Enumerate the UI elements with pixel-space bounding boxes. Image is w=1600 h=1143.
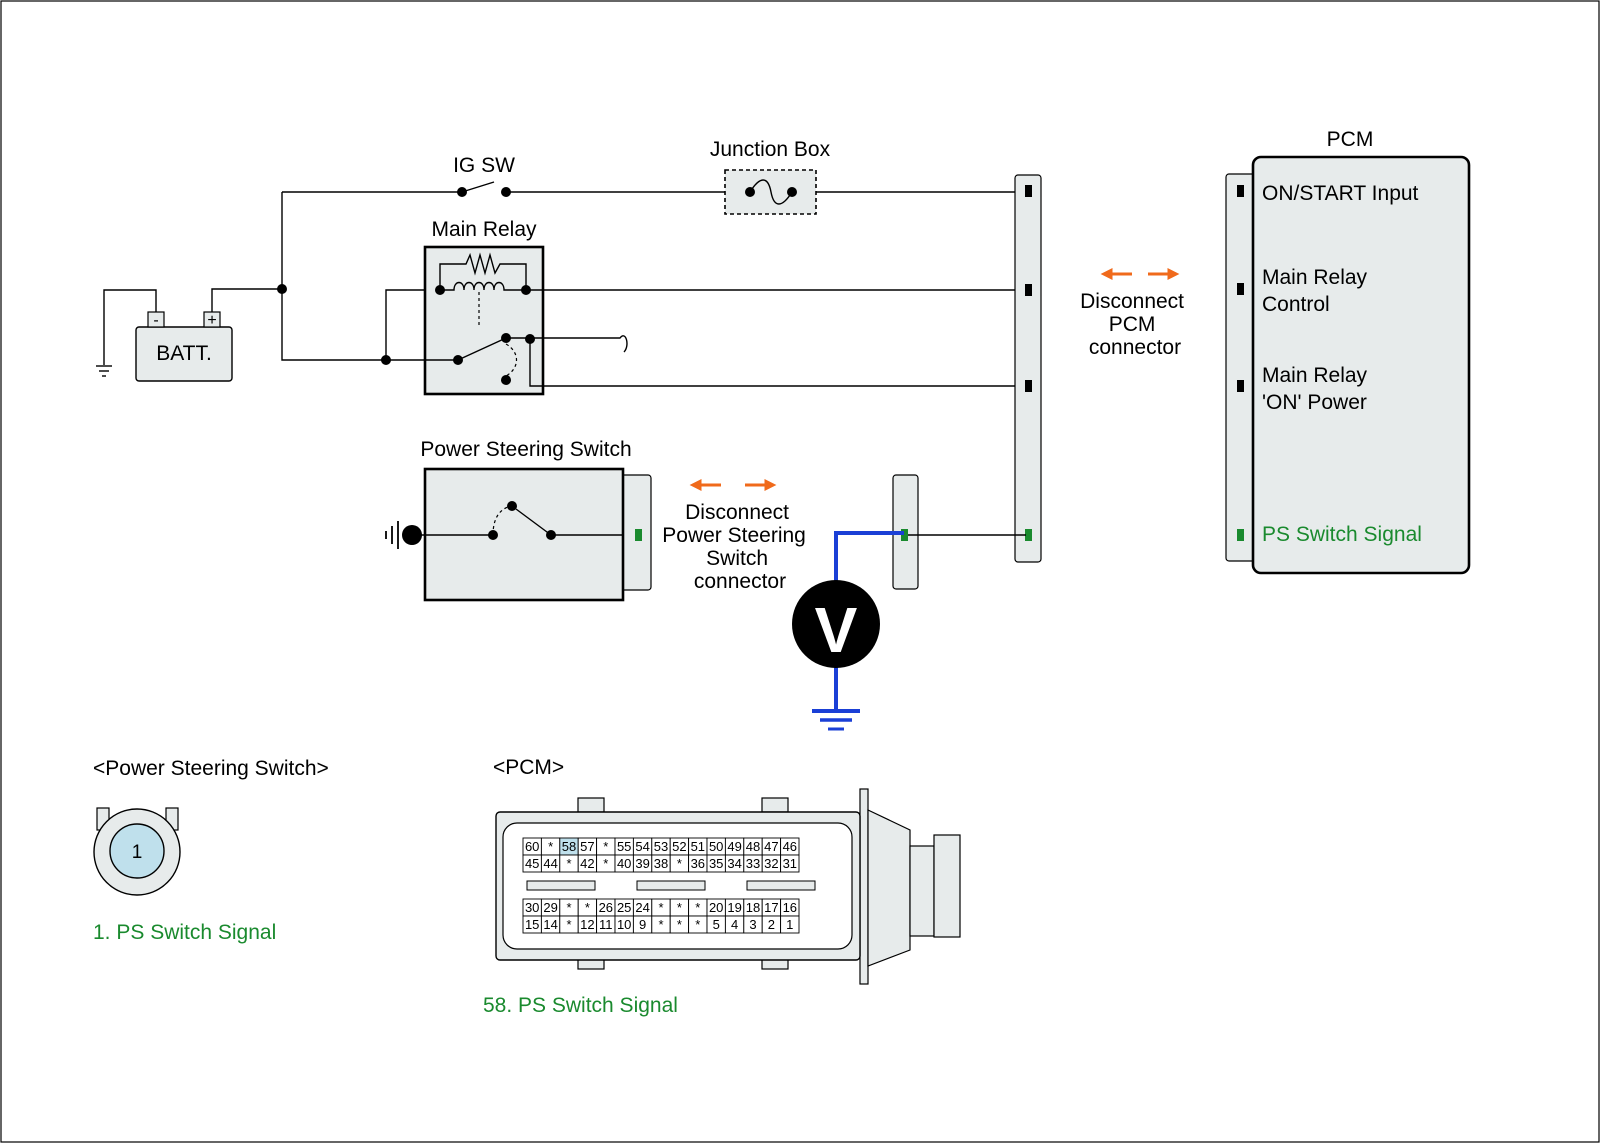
pcm-pin-label: * (548, 839, 553, 854)
pcm-pin-label: 26 (599, 900, 613, 915)
pcm-pin-label: * (585, 900, 590, 915)
pcm-title: PCM (1327, 128, 1374, 151)
pcm-pin-on-start-input: ON/START Input (1262, 182, 1419, 205)
disconnect-pcm-label: Disconnect PCM connector (1080, 290, 1190, 359)
ground-symbol-battery (96, 365, 112, 377)
pcm-pin-label: 34 (727, 856, 741, 871)
pcm-pin-label: 9 (639, 917, 646, 932)
pcm-pin-label: 4 (731, 917, 738, 932)
pcm-pin-label: * (658, 917, 663, 932)
main-relay (423, 245, 545, 396)
main-relay-label: Main Relay (431, 218, 537, 241)
ps-connector-face: 1 (93, 807, 181, 896)
pcm-pin-label: * (677, 917, 682, 932)
junction-box-label: Junction Box (710, 138, 831, 161)
pcm-pin-label: * (603, 839, 608, 854)
pcm-pin-label: 18 (746, 900, 760, 915)
pcm-pin-label: 5 (713, 917, 720, 932)
pcm-pin-label: 35 (709, 856, 723, 871)
pcm-pin-label: 47 (764, 839, 778, 854)
pcm-pin-label: 38 (654, 856, 668, 871)
pcm-pin-label: * (677, 900, 682, 915)
pcm-pin-label: 57 (580, 839, 594, 854)
pcm-pin-cell (780, 915, 800, 934)
pcm-pin-label: * (695, 900, 700, 915)
disconnect-ps-label: Disconnect Power Steering Switch connect… (662, 501, 811, 593)
junction-box-fuse (724, 169, 817, 215)
power-steering-switch-label: Power Steering Switch (420, 438, 631, 461)
pcm-pin-ps-switch-signal: PS Switch Signal (1262, 523, 1422, 546)
pcm-pin-label: 12 (580, 917, 594, 932)
pcm-pin-label: 36 (691, 856, 705, 871)
pcm-pin-label: 2 (768, 917, 775, 932)
pcm-module (1225, 155, 1471, 575)
probe-wire (834, 531, 904, 711)
pcm-pin-label: 52 (672, 839, 686, 854)
pcm-pin-label: 39 (635, 856, 649, 871)
pcm-pin-label: * (658, 900, 663, 915)
pcm-pin-label: * (677, 856, 682, 871)
power-steering-switch (412, 467, 652, 602)
pcm-pin-label: 54 (635, 839, 649, 854)
pcm-pin-label: * (566, 917, 571, 932)
pcm-pin-label: 3 (749, 917, 756, 932)
pcm-pin-main-relay-control: Main Relay Control (1262, 266, 1373, 316)
pcm-pin-label: 33 (746, 856, 760, 871)
pcm-pin-label: 17 (764, 900, 778, 915)
pcm-pin-label: 48 (746, 839, 760, 854)
voltmeter-label: V (815, 594, 858, 666)
pcm-pin-label: 51 (691, 839, 705, 854)
pcm-pin-label: 30 (525, 900, 539, 915)
pcm-pin-label: 42 (580, 856, 594, 871)
ground-symbol-ps-switch (385, 521, 422, 549)
pcm-pin-label: 60 (525, 839, 539, 854)
ground-symbol-voltmeter (812, 709, 860, 731)
pcm-pin-label: 11 (599, 917, 613, 932)
pcm-pin-label: * (566, 900, 571, 915)
pcm-harness-connector (1014, 174, 1042, 563)
pcm-pin-label: 20 (709, 900, 723, 915)
pcm-pin-label: 10 (617, 917, 631, 932)
pcm-pin-label: * (566, 856, 571, 871)
ps-connector-pin-1: 1 (132, 842, 143, 863)
pcm-pin-label: 16 (783, 900, 797, 915)
pcm-pin-label: 24 (635, 900, 649, 915)
pcm-pin-label: 49 (727, 839, 741, 854)
battery-label: BATT. (156, 342, 212, 365)
pcm-connector-legend: 58. PS Switch Signal (483, 994, 678, 1017)
pcm-pin-label: 29 (543, 900, 557, 915)
ig-switch-label: IG SW (453, 154, 515, 177)
ps-connector-title: <Power Steering Switch> (93, 757, 329, 780)
pcm-pin-label: 58 (562, 839, 576, 854)
battery: - + BATT. (135, 311, 233, 382)
ps-connector-legend: 1. PS Switch Signal (93, 921, 276, 944)
ig-switch (457, 181, 511, 197)
pcm-pin-label: 40 (617, 856, 631, 871)
pcm-pin-label: 55 (617, 839, 631, 854)
pcm-pin-label: 1 (786, 917, 793, 932)
pcm-pin-label: * (603, 856, 608, 871)
pcm-pin-cell (780, 854, 800, 873)
pcm-pin-label: 32 (764, 856, 778, 871)
voltmeter: V (792, 580, 880, 668)
pcm-pin-label: 19 (727, 900, 741, 915)
battery-negative-label: - (153, 312, 158, 329)
pcm-pin-label: 15 (525, 917, 539, 932)
pcm-pin-label: 31 (783, 856, 797, 871)
pcm-pin-label: 46 (783, 839, 797, 854)
battery-positive-label: + (207, 312, 216, 329)
pcm-pin-label: 53 (654, 839, 668, 854)
pcm-pin-label: * (695, 917, 700, 932)
pcm-pin-label: 44 (543, 856, 557, 871)
pcm-connector-title: <PCM> (493, 756, 564, 779)
pcm-pin-label: 25 (617, 900, 631, 915)
pcm-pin-label: 50 (709, 839, 723, 854)
pcm-pin-label: 14 (543, 917, 557, 932)
pcm-pin-main-relay-on-power: Main Relay 'ON' Power (1262, 364, 1373, 414)
pcm-pin-label: 45 (525, 856, 539, 871)
